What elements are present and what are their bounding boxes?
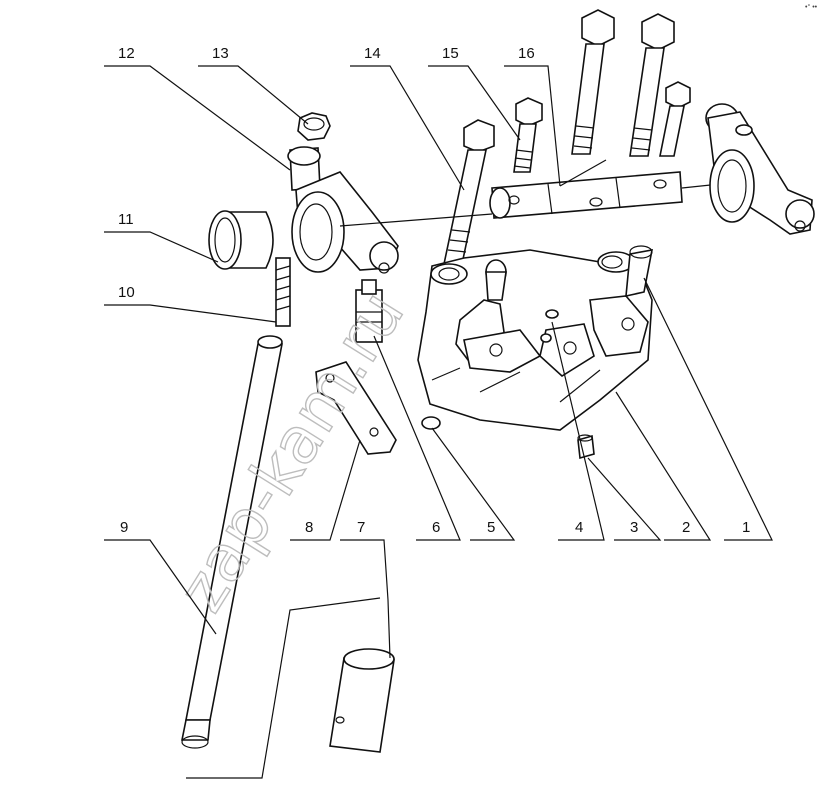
corner-mark: •° •• — [805, 3, 818, 11]
part-10-adjusting-screw — [275, 257, 291, 327]
part-2-rocker-bracket — [417, 245, 654, 460]
callout-3: 3 — [630, 519, 638, 536]
part-15-short-bolt — [513, 97, 543, 173]
part-11-bushing — [208, 210, 274, 270]
callout-9: 9 — [120, 519, 128, 536]
rocker-arm-right — [705, 103, 815, 235]
callout-13: 13 — [212, 45, 229, 62]
callout-4: 4 — [575, 519, 583, 536]
part-7-tappet — [329, 648, 395, 753]
callout-14: 14 — [364, 45, 381, 62]
callout-labels: 12 13 14 15 16 11 10 9 8 7 6 5 4 3 2 1 — [118, 45, 750, 536]
part-14-long-bolt — [443, 119, 495, 265]
part-13-nut — [297, 112, 331, 141]
callout-5: 5 — [487, 519, 495, 536]
long-bolts — [571, 9, 691, 157]
callout-1: 1 — [742, 519, 750, 536]
callout-12: 12 — [118, 45, 135, 62]
part-8-valve-bridge — [315, 361, 397, 455]
callout-15: 15 — [442, 45, 459, 62]
callout-10: 10 — [118, 284, 135, 301]
callout-16: 16 — [518, 45, 535, 62]
part-6-valve-adjuster — [355, 279, 383, 343]
leader-lines — [104, 65, 773, 779]
callout-7: 7 — [357, 519, 365, 536]
callout-11: 11 — [118, 211, 134, 228]
callout-2: 2 — [682, 519, 690, 536]
callout-8: 8 — [305, 519, 313, 536]
callout-6: 6 — [432, 519, 440, 536]
part-12-rocker-arm-left — [287, 146, 399, 274]
part-16-rocker-shaft — [339, 171, 721, 227]
